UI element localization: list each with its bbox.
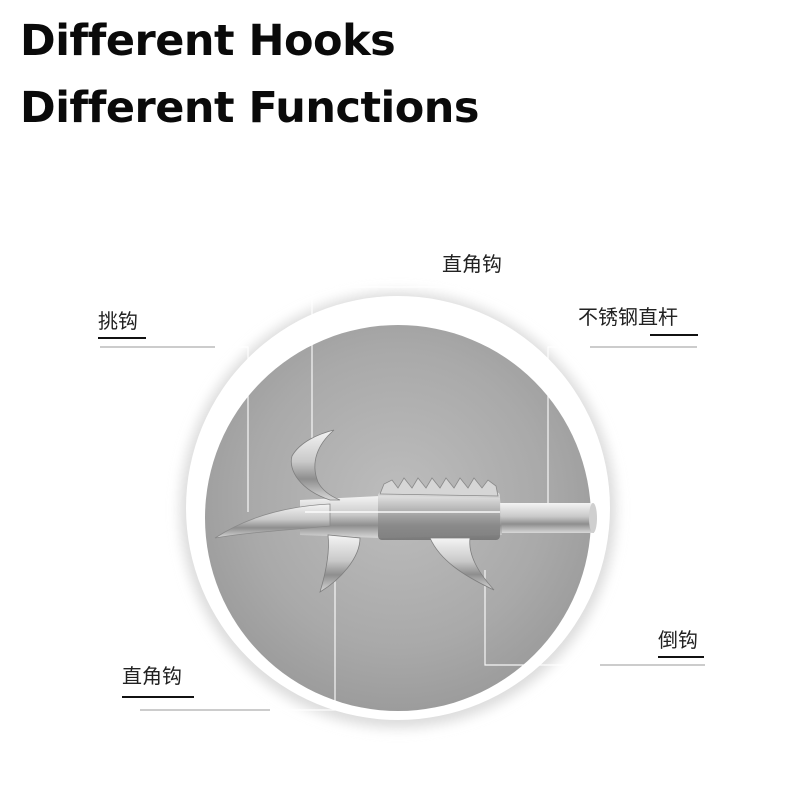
right-angle-hook-top [290,429,341,501]
label-right-angle-hook-bottom: 直角钩 [122,664,182,688]
tool-sleeve [378,492,500,540]
label-stainless-steel-rod: 不锈钢直杆 [578,305,678,329]
underline-barb-hook [658,656,704,658]
headline-line-2: Different Functions [20,83,480,133]
leader-lines-outside [100,346,705,711]
pick-hook-tip [214,503,331,539]
label-barb-hook: 倒钩 [658,628,698,652]
steel-rod [490,503,594,533]
underline-right-angle-hook-bottom [122,696,194,698]
headline-line-1: Different Hooks [20,16,396,66]
label-pick-hook: 挑钩 [98,309,138,333]
barb-hook [429,537,495,591]
right-angle-hook-bottom [319,534,361,593]
serrated-teeth [379,477,499,497]
underline-stainless-steel-rod [650,334,698,336]
leader-right-angle-top [311,286,510,462]
underline-pick-hook [98,337,146,339]
label-right-angle-hook-top: 直角钩 [442,252,502,276]
